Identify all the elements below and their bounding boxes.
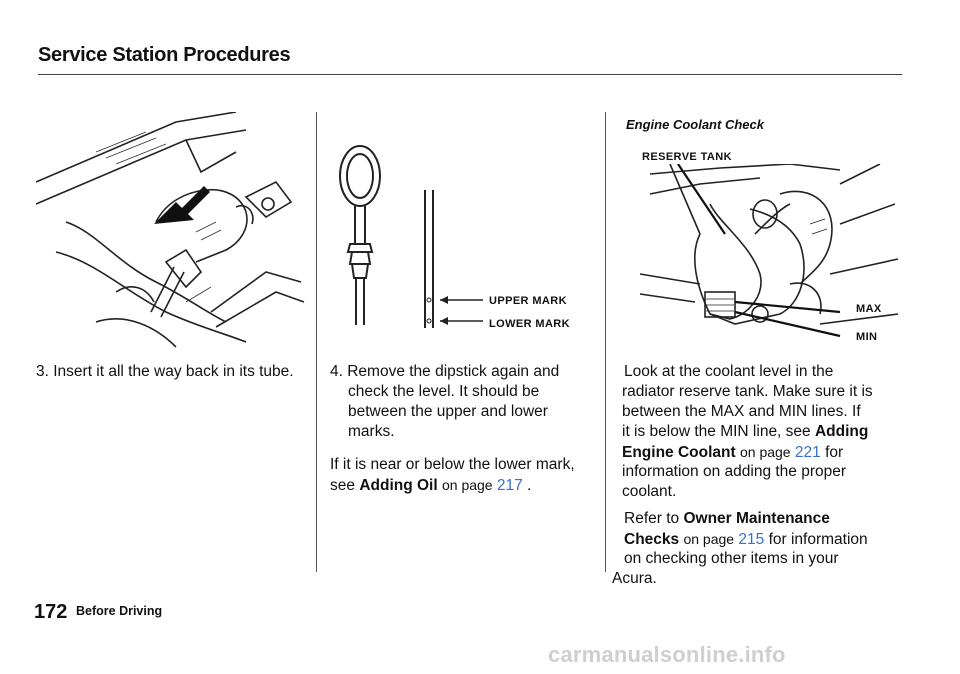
on-page-text: on page	[739, 444, 791, 460]
adding-title-part: Adding	[814, 423, 869, 440]
checks-title-part: Checks	[624, 531, 680, 548]
coolant-line-2: radiator reserve tank. Make sure it is	[622, 383, 873, 400]
see-text: see	[330, 477, 355, 494]
coolant-line-4: it is below the MIN line, see Adding	[622, 422, 868, 442]
page-title: Service Station Procedures	[38, 44, 291, 66]
column-divider-left	[316, 112, 317, 572]
dipstick-insert-illustration	[36, 112, 305, 348]
section-name: Before Driving	[76, 604, 163, 618]
refer-line-4: Acura.	[612, 570, 657, 587]
coolant-line-7: coolant.	[622, 483, 677, 500]
page-221-link[interactable]: 221	[794, 444, 821, 461]
refer-line-3: on checking other items in your	[624, 550, 839, 567]
owner-maintenance-title-part: Owner Maintenance	[683, 510, 830, 527]
min-label: MIN	[856, 331, 878, 343]
on-page-text: on page	[441, 477, 493, 493]
near-mark-line-1: If it is near or below the lower mark,	[330, 456, 575, 473]
dipstick-illustration	[339, 145, 483, 328]
lower-mark-label: LOWER MARK	[489, 318, 570, 330]
min-line-text: it is below the MIN line, see	[622, 423, 811, 440]
watermark: carmanualsonline.info	[548, 642, 786, 667]
coolant-check-heading: Engine Coolant Check	[626, 117, 764, 132]
step-3-text: 3. Insert it all the way back in its tub…	[36, 363, 294, 380]
step-4-line-4: marks.	[348, 423, 395, 440]
max-label: MAX	[856, 303, 882, 315]
period-text: .	[527, 477, 532, 494]
coolant-line-1: Look at the coolant level in the	[624, 363, 834, 380]
coolant-line-3: between the MAX and MIN lines. If	[622, 403, 861, 420]
step-4-line-1: 4. Remove the dipstick again and	[330, 363, 560, 380]
for-information-text: for information	[768, 531, 868, 548]
near-mark-line-2: see Adding Oil on page 217 .	[330, 475, 531, 496]
refer-to-text: Refer to	[624, 510, 680, 527]
header-rule	[38, 74, 902, 75]
refer-line-2: Checks on page 215 for information	[624, 529, 868, 550]
reserve-tank-illustration	[640, 164, 899, 338]
coolant-line-5: Engine Coolant on page 221 for	[622, 442, 843, 463]
coolant-line-6: information on adding the proper	[622, 463, 847, 480]
page-217-link[interactable]: 217	[496, 477, 523, 494]
page-number: 172	[34, 601, 68, 623]
upper-mark-label: UPPER MARK	[489, 295, 567, 307]
adding-oil-title: Adding Oil	[359, 477, 438, 494]
step-4-line-2: check the level. It should be	[348, 383, 540, 400]
page-215-link[interactable]: 215	[738, 531, 765, 548]
engine-coolant-title-part: Engine Coolant	[622, 444, 736, 461]
refer-line-1: Refer to Owner Maintenance	[624, 509, 830, 529]
reserve-tank-label: RESERVE TANK	[642, 151, 732, 163]
on-page-text: on page	[683, 531, 735, 547]
for-text: for	[825, 444, 844, 461]
step-4-line-3: between the upper and lower	[348, 403, 548, 420]
column-divider-right	[605, 112, 606, 572]
